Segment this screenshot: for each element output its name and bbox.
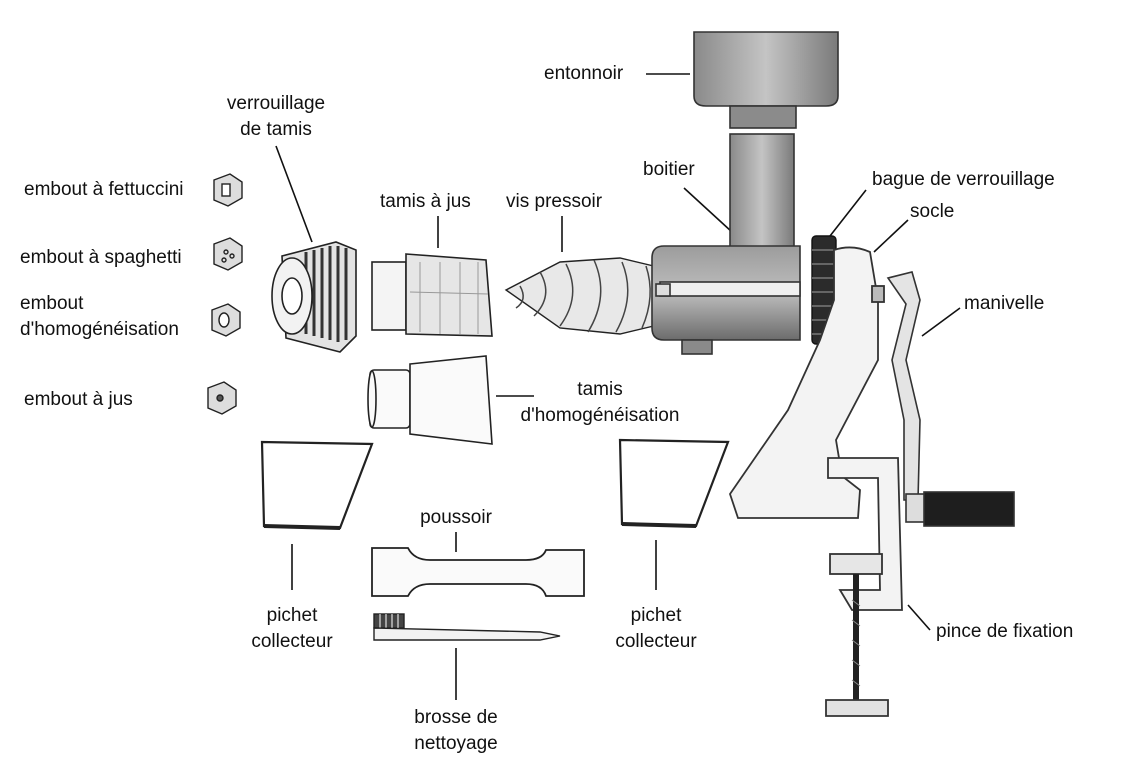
label-pichet-right-line1: pichet — [630, 605, 682, 626]
nozzle-fettuccini-icon — [213, 173, 243, 207]
screen-lock-ring — [271, 241, 357, 353]
label-tamis-homog-line1: tamis — [577, 379, 623, 400]
label-verrouillage-line2: de tamis — [240, 119, 312, 140]
label-vis-pressoir: vis pressoir — [506, 191, 603, 212]
leader-lines — [275, 73, 961, 700]
pusher — [371, 547, 585, 597]
label-pichet-left-line1: pichet — [266, 605, 318, 626]
press-screw — [504, 257, 663, 335]
juice-screen — [371, 253, 493, 337]
cleaning-brush — [373, 613, 561, 641]
label-pince: pince de fixation — [936, 621, 1074, 642]
label-tamis-jus: tamis à jus — [380, 191, 471, 212]
label-poussoir: poussoir — [420, 507, 492, 528]
label-pichet-left-line2: collecteur — [251, 631, 333, 652]
table-clamp — [825, 457, 903, 717]
label-socle: socle — [910, 201, 955, 222]
nozzle-homogenization-icon — [211, 303, 241, 337]
label-embout-spaghetti: embout à spaghetti — [20, 247, 182, 268]
label-embout-fettuccini: embout à fettuccini — [24, 179, 184, 200]
label-brosse-line1: brosse de — [414, 707, 498, 728]
base-stand — [729, 246, 885, 519]
label-boitier: boitier — [643, 159, 695, 180]
nozzle-spaghetti-icon — [213, 237, 243, 271]
label-pichet-right-line2: collecteur — [615, 631, 697, 652]
label-brosse-line2: nettoyage — [414, 733, 498, 754]
pitcher-left — [260, 440, 374, 530]
label-embout-homog-line1: embout — [20, 293, 84, 314]
label-bague: bague de verrouillage — [872, 169, 1055, 190]
nozzle-juice-icon — [207, 381, 237, 415]
label-entonnoir: entonnoir — [544, 63, 624, 84]
housing — [651, 133, 801, 355]
pitcher-right — [618, 438, 730, 528]
funnel — [693, 31, 839, 129]
label-embout-homog-line2: d'homogénéisation — [20, 319, 179, 340]
label-verrouillage-line1: verrouillage — [226, 93, 326, 114]
homogenization-screen — [367, 355, 493, 445]
crank-handle — [886, 271, 1015, 527]
label-embout-jus: embout à jus — [24, 389, 133, 410]
label-manivelle: manivelle — [964, 293, 1045, 314]
label-tamis-homog-line2: d'homogénéisation — [520, 405, 680, 426]
